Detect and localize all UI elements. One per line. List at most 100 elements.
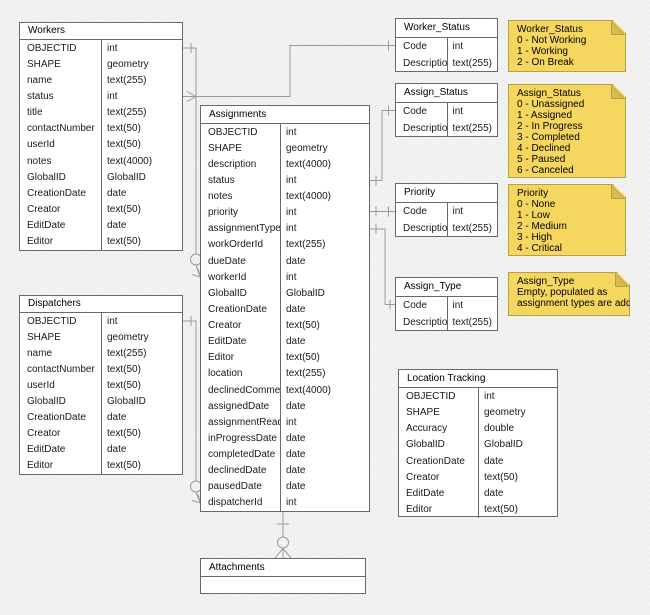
table-field-row: title text(255) [20, 105, 182, 121]
table-title: Assign_Type [396, 278, 497, 297]
table-field-row: Creator text(50) [20, 201, 182, 217]
field-name: CreationDate [406, 455, 465, 467]
table-field-row: assignmentRead int [201, 414, 369, 430]
table-fields: Code int Description text(255) [396, 203, 497, 237]
field-type: geometry [285, 142, 328, 154]
table-field-row: inProgressDate date [201, 430, 369, 446]
relationship-assignments-assign-status[interactable] [370, 105, 395, 186]
table-fields: Code int Description text(255) [396, 297, 497, 331]
note-line: 4 - Declined [517, 143, 571, 154]
table-dispatchers[interactable]: Dispatchers OBJECTID int SHAPE geometry … [19, 295, 183, 475]
table-field-row: CreationDate date [20, 185, 182, 201]
field-name: location [208, 368, 243, 380]
table-field-row: EditDate date [399, 486, 557, 502]
field-name: status [27, 90, 54, 102]
field-type: text(255) [452, 317, 492, 328]
table-field-row: assignedDate date [201, 398, 369, 414]
table-workers[interactable]: Workers OBJECTID int SHAPE geometry name… [19, 22, 183, 251]
table-priority[interactable]: Priority Code int Description text(255) [395, 183, 498, 237]
connector-line [183, 45, 395, 97]
note-fold-icon [611, 21, 625, 35]
table-attachments[interactable]: Attachments [200, 558, 366, 594]
note-line: 1 - Assigned [517, 110, 573, 121]
table-field-row: OBJECTID int [399, 388, 557, 404]
field-name: description [208, 158, 257, 170]
field-name: notes [27, 155, 52, 167]
table-field-row: contactNumber text(50) [20, 121, 182, 137]
field-name: GlobalID [208, 287, 247, 299]
note-line: Empty, populated as [517, 287, 608, 298]
field-type: int [452, 300, 464, 311]
field-name: priority [208, 207, 239, 219]
field-type: text(50) [285, 352, 320, 364]
table-field-row: CreationDate date [201, 301, 369, 317]
field-name: OBJECTID [208, 126, 258, 138]
field-name: Description [403, 317, 447, 328]
field-type: int [285, 223, 297, 235]
field-type: text(50) [107, 363, 141, 375]
table-assignments[interactable]: Assignments OBJECTID int SHAPE geometry … [200, 105, 370, 512]
relationship-workers-worker-status[interactable] [183, 40, 395, 102]
relationship-assignments-assign-type[interactable] [370, 224, 395, 310]
relationship-workers-assignments[interactable] [183, 43, 202, 278]
field-type: date [285, 303, 306, 315]
field-type: text(50) [484, 504, 518, 516]
field-type: double [484, 423, 515, 435]
table-worker-status[interactable]: Worker_Status Code int Description text(… [395, 18, 498, 72]
field-type: text(255) [107, 107, 147, 119]
field-type: text(50) [107, 460, 141, 472]
field-type: int [452, 106, 464, 117]
field-name: Editor [27, 460, 54, 472]
field-name: GlobalID [27, 396, 66, 408]
relationship-dispatchers-assignments[interactable] [183, 316, 202, 504]
field-type: date [285, 400, 306, 412]
field-type: text(50) [107, 236, 141, 248]
table-field-row: Code int [396, 297, 497, 314]
field-type: int [107, 42, 118, 54]
many-arrow-icon [186, 91, 198, 102]
field-name: SHAPE [406, 406, 440, 418]
table-title: Dispatchers [20, 296, 182, 313]
table-field-row: CreationDate date [20, 410, 182, 426]
field-name: Creator [27, 203, 61, 215]
field-type: text(4000) [285, 158, 331, 170]
table-field-row: assignmentType int [201, 221, 369, 237]
field-type: int [285, 271, 297, 283]
table-field-row: Creator text(50) [399, 469, 557, 485]
field-name: GlobalID [406, 439, 445, 451]
field-name: EditDate [406, 488, 445, 500]
field-name: assignedDate [208, 400, 270, 412]
table-field-row: GlobalID GlobalID [399, 437, 557, 453]
field-type: text(255) [285, 239, 326, 251]
field-type: geometry [107, 331, 149, 343]
field-type: date [484, 488, 504, 500]
crow-foot-icon [274, 547, 292, 559]
field-type: int [452, 41, 464, 52]
table-field-row: Code int [396, 203, 497, 220]
relationship-assignments-priority[interactable] [370, 206, 395, 217]
field-name: dueDate [208, 255, 246, 267]
field-name: title [27, 107, 43, 119]
field-name: EditDate [27, 220, 66, 232]
field-type: date [285, 336, 306, 348]
field-type: date [107, 412, 127, 424]
note-line: 5 - Paused [517, 154, 566, 165]
relationship-assignments-attachments[interactable] [274, 511, 292, 559]
field-name: OBJECTID [27, 315, 77, 327]
note-line: 0 - Unassigned [517, 99, 585, 110]
table-location-tracking[interactable]: Location Tracking OBJECTID int SHAPE geo… [398, 369, 558, 518]
field-type: text(255) [285, 368, 326, 380]
note-line: Assign_Type [517, 276, 575, 287]
table-assign-type[interactable]: Assign_Type Code int Description text(25… [395, 277, 498, 331]
field-type: text(255) [107, 74, 147, 86]
note-line: 3 - Completed [517, 132, 580, 143]
table-assign-status[interactable]: Assign_Status Code int Description text(… [395, 83, 498, 137]
table-field-row: contactNumber text(50) [20, 361, 182, 377]
table-title: Worker_Status [396, 19, 497, 38]
